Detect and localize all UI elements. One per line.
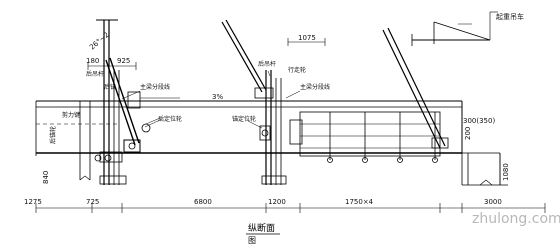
drawing-title-text: 纵断面 [248,222,275,234]
crane [411,11,498,46]
dim-1200: 1200 [268,198,286,206]
label-fixed-wheel: 锚定位轮 [232,115,256,123]
precast-segment [299,111,441,163]
label-main-beam-seg-right: 主梁分段线 [300,83,330,91]
dim-1075: 1075 [298,34,316,42]
dim-840: 840 [42,171,50,184]
annotation-labels: 起重吊车 26°~2 180 925 1075 后吊杆 主梁分段线 后锚 后吊杆… [24,12,524,206]
label-rear-anchor-left: 后锚 [104,83,116,91]
middle-diagonal-arm [221,19,274,99]
dim-1080: 1080 [502,163,510,181]
label-rear-anchor-wheel: 后定位轮 [158,115,182,123]
leader-lines [121,23,472,129]
dim-925: 925 [117,57,130,65]
right-diagonal-arm [382,27,449,149]
dim-1275: 1275 [24,198,42,206]
crane-label: 起重吊车 [496,12,524,21]
dim-200: 200 [464,127,472,140]
slope-label: 3% [212,93,223,101]
middle-hanger-rods [259,70,303,185]
label-rear-hanger-left: 后吊杆 [86,70,104,78]
left-diagonal-arm [105,57,141,153]
label-rear-hold-wheel: 后锚轮 [49,126,57,144]
dim-3000: 3000 [484,198,502,206]
drawing-subtitle-text: 图 [248,236,256,245]
dim-6800: 6800 [194,198,212,206]
label-main-beam-seg-left: 主梁分段线 [140,83,170,91]
dimension-lines [35,38,546,213]
left-hanger-rods [96,19,127,185]
label-walk-wheel: 行走轮 [288,66,306,74]
left-trolley-frame [127,91,180,133]
dim-725: 725 [86,198,99,206]
label-rear-hanger-right: 后吊杆 [258,60,276,68]
label-anti-shear-key: 剪力键 [62,111,80,119]
angle-label: 26°~2 [88,31,111,52]
dim-1750x4: 1750×4 [345,198,374,206]
watermark: zhulong.com [472,211,560,227]
left-pier [79,101,123,181]
dim-180: 180 [86,57,99,65]
dim-300-350: 300(350) [463,117,495,125]
drawing-title: 纵断面 图 [246,222,280,245]
